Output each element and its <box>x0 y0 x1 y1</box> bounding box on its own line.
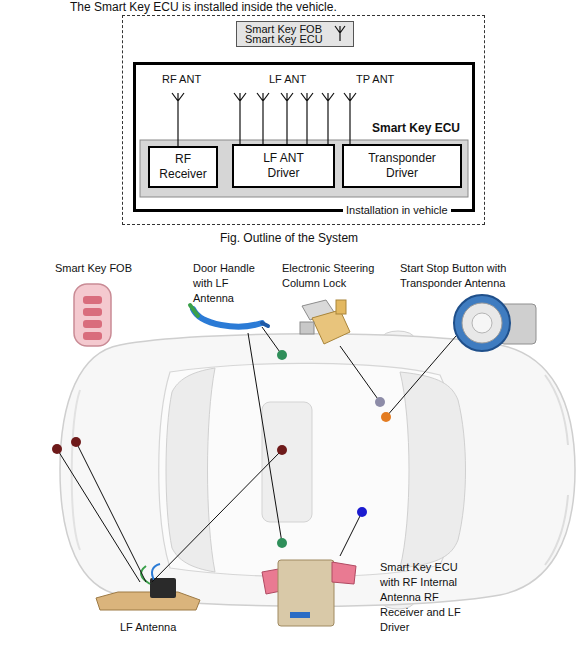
start-stop-button-image <box>454 295 536 351</box>
box-text: LF ANT Driver <box>252 151 315 181</box>
lf-antenna-image <box>96 564 200 610</box>
ecu-band <box>140 140 468 197</box>
diagram-title: The Smart Key ECU is installed inside th… <box>70 0 337 15</box>
process-box: Transponder Driver <box>342 144 462 188</box>
part-name: Smart Key ECU with RF Internal Antenna R… <box>380 560 478 635</box>
antenna-label: RF ANT <box>162 72 201 87</box>
leader-lines <box>57 327 456 582</box>
part-name: Start Stop Button with Transponder Anten… <box>400 261 535 291</box>
antenna-label: TP ANT <box>356 72 394 87</box>
installation-boundary: Installation in vehicleSmart Key FOBSmar… <box>122 15 485 225</box>
process-box: LF ANT Driver <box>232 144 335 188</box>
box-title: Smart Key FOB <box>245 24 322 34</box>
location-dots <box>52 350 391 548</box>
boundary-label: Installation in vehicle <box>343 203 451 217</box>
process-box: RF Receiver <box>148 146 218 188</box>
part-name: LF Antenna <box>120 620 176 635</box>
antenna-label: LF ANT <box>269 72 306 87</box>
smart-key-fob-image <box>74 284 111 346</box>
steering-lock-image <box>300 300 350 344</box>
smart-key-ecu-image <box>262 560 356 626</box>
box-heading: Smart Key ECU <box>372 121 460 135</box>
box-text: Transponder Driver <box>356 151 448 181</box>
part-name: Door Handle with LF Antenna <box>193 261 271 306</box>
door-handle-image <box>190 305 268 327</box>
box-text: RF Receiver <box>156 152 210 182</box>
fob-box: Smart Key FOBSmart Key ECU <box>236 21 354 47</box>
figure-caption: Fig. Outline of the System <box>220 231 358 246</box>
box-title: Smart Key ECU <box>245 34 323 44</box>
part-name: Smart Key FOB <box>55 261 132 276</box>
part-name: Electronic Steering Column Lock <box>282 261 392 291</box>
